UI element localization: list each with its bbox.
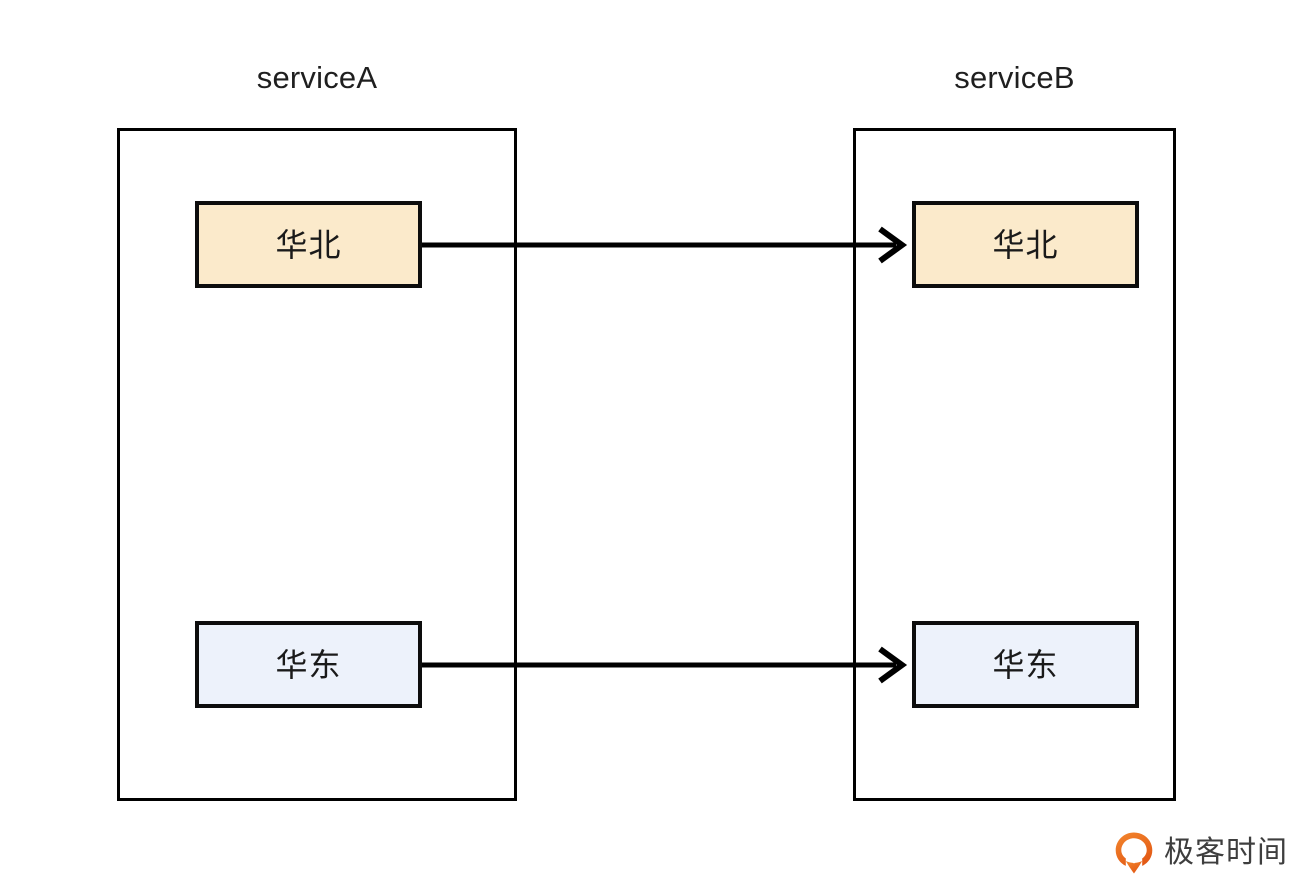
connector-arrow-east xyxy=(422,646,908,684)
region-node-serviceA-east[interactable]: 华东 xyxy=(195,621,422,708)
watermark: 极客时间 xyxy=(1113,831,1288,875)
connector-arrow-north xyxy=(422,226,908,264)
region-node-label: 华北 xyxy=(275,226,342,263)
region-node-label: 华北 xyxy=(992,226,1059,263)
service-container-serviceB xyxy=(853,128,1176,801)
region-node-serviceA-north[interactable]: 华北 xyxy=(195,201,422,288)
arrowhead-icon xyxy=(878,646,908,684)
watermark-text: 极客时间 xyxy=(1164,836,1288,869)
service-container-serviceA xyxy=(117,128,517,801)
region-node-label: 华东 xyxy=(275,646,342,683)
geektime-logo-icon xyxy=(1115,832,1153,874)
region-node-serviceB-north[interactable]: 华北 xyxy=(912,201,1139,288)
service-title-serviceA: serviceA xyxy=(256,60,378,95)
region-node-label: 华东 xyxy=(992,646,1059,683)
service-title-serviceB: serviceB xyxy=(954,60,1075,95)
arrowhead-icon xyxy=(878,226,908,264)
region-node-serviceB-east[interactable]: 华东 xyxy=(912,621,1139,708)
